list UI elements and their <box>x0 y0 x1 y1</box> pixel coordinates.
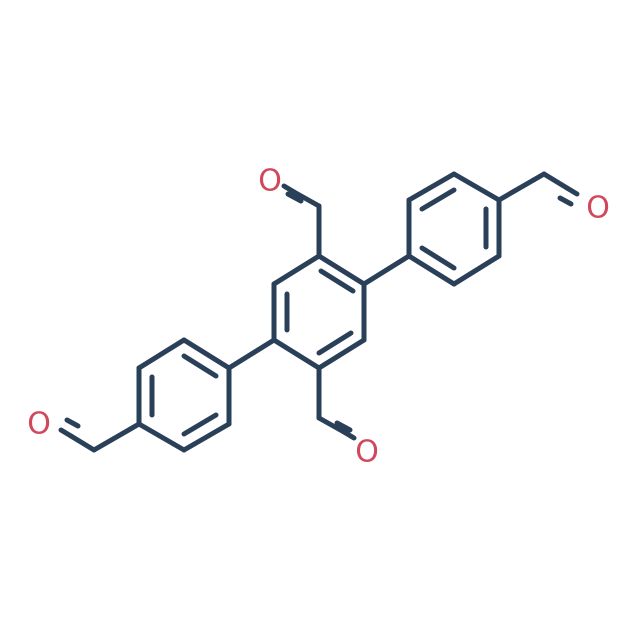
double-bond-inner <box>181 353 219 379</box>
bond <box>316 337 367 371</box>
oxygen-atom-label: O <box>586 191 610 226</box>
carbonyl-bond <box>64 417 81 429</box>
double-bond-inner <box>318 268 356 294</box>
bond <box>271 337 322 371</box>
carbonyl-bond <box>285 191 304 204</box>
bond <box>181 337 232 371</box>
oxygen-atom-label: O <box>355 435 379 470</box>
bond <box>136 421 187 453</box>
carbonyl-bond <box>564 185 580 197</box>
atom-layer: O O O O <box>27 164 610 470</box>
carbonyl-bond <box>281 183 297 195</box>
bond <box>406 253 457 287</box>
bond <box>316 415 347 435</box>
bond <box>181 421 232 453</box>
bond <box>271 253 322 287</box>
double-bond-inner <box>419 245 457 271</box>
bond <box>136 337 187 371</box>
bond <box>451 171 502 203</box>
carbonyl-bond <box>557 195 574 207</box>
bond <box>361 253 412 287</box>
bond <box>406 171 457 203</box>
double-bond-inner <box>419 187 457 212</box>
bond <box>291 189 322 209</box>
bond <box>451 253 502 287</box>
bond <box>68 433 97 453</box>
bond <box>541 171 570 191</box>
bond <box>496 171 547 203</box>
bond <box>91 421 142 453</box>
carbonyl-bond <box>58 427 74 439</box>
carbonyl-bond <box>341 429 357 441</box>
double-bond-inner <box>181 412 219 437</box>
oxygen-atom-label: O <box>27 407 51 442</box>
oxygen-atom-label: O <box>258 164 282 199</box>
bond <box>226 337 277 371</box>
carbonyl-bond <box>334 420 353 433</box>
bond <box>316 253 367 287</box>
double-bond-inner <box>316 330 354 356</box>
bond-layer <box>58 171 580 453</box>
